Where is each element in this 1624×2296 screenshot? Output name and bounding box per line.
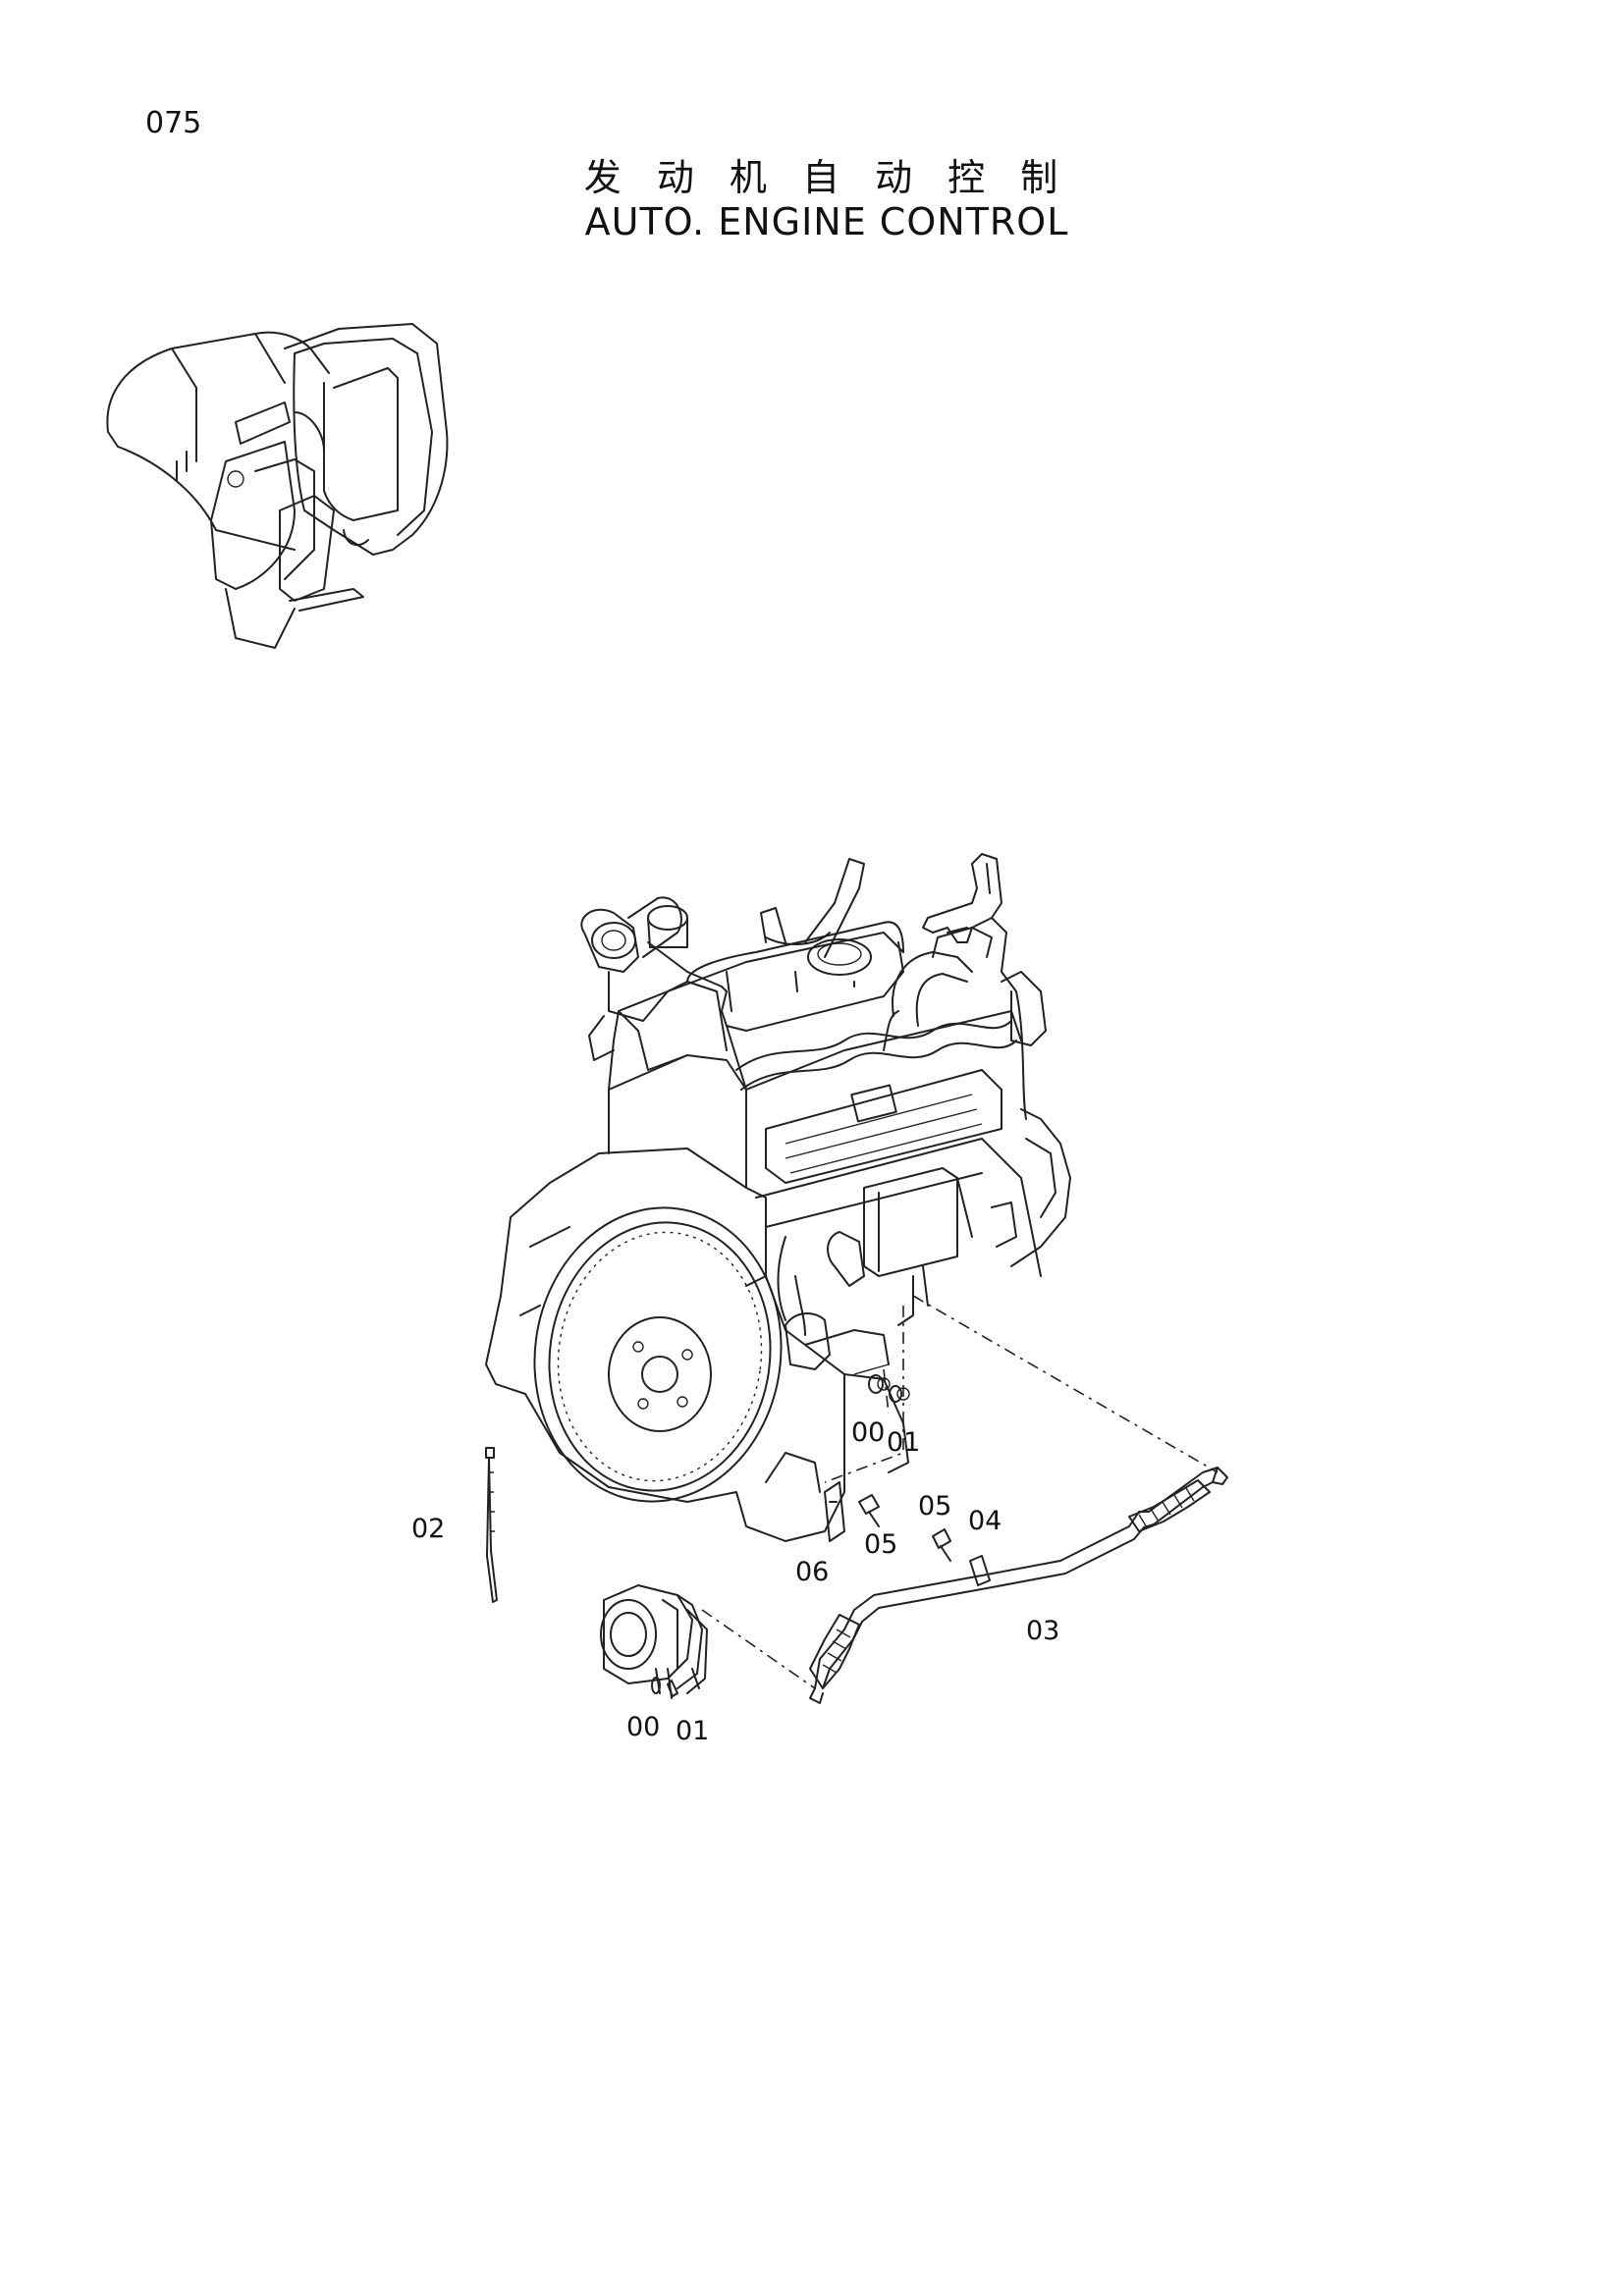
callout-03: 03 (1026, 1616, 1059, 1646)
callout-02: 02 (411, 1514, 445, 1544)
callout-04: 04 (968, 1506, 1001, 1536)
machine-location-thumbnail (106, 323, 449, 649)
diagram-title-english: AUTO. ENGINE CONTROL (584, 200, 1069, 243)
diagram-title-chinese: 发 动 机 自 动 控 制 (583, 156, 1070, 199)
callout-00-actuator: 00 (626, 1712, 660, 1742)
callout-05-bracket: 05 (864, 1529, 897, 1560)
control-cable-assembly (485, 1295, 1228, 1704)
page-number: 075 (145, 106, 202, 140)
callout-06: 06 (795, 1557, 829, 1587)
callout-01-actuator: 01 (676, 1716, 709, 1746)
callout-05-clamp: 05 (918, 1491, 951, 1522)
callout-labels: 00 01 02 03 04 05 05 06 00 01 (411, 1417, 1059, 1746)
callout-01-engine: 01 (887, 1427, 920, 1458)
callout-00-engine: 00 (851, 1417, 885, 1448)
engine-assembly (485, 853, 1071, 1542)
